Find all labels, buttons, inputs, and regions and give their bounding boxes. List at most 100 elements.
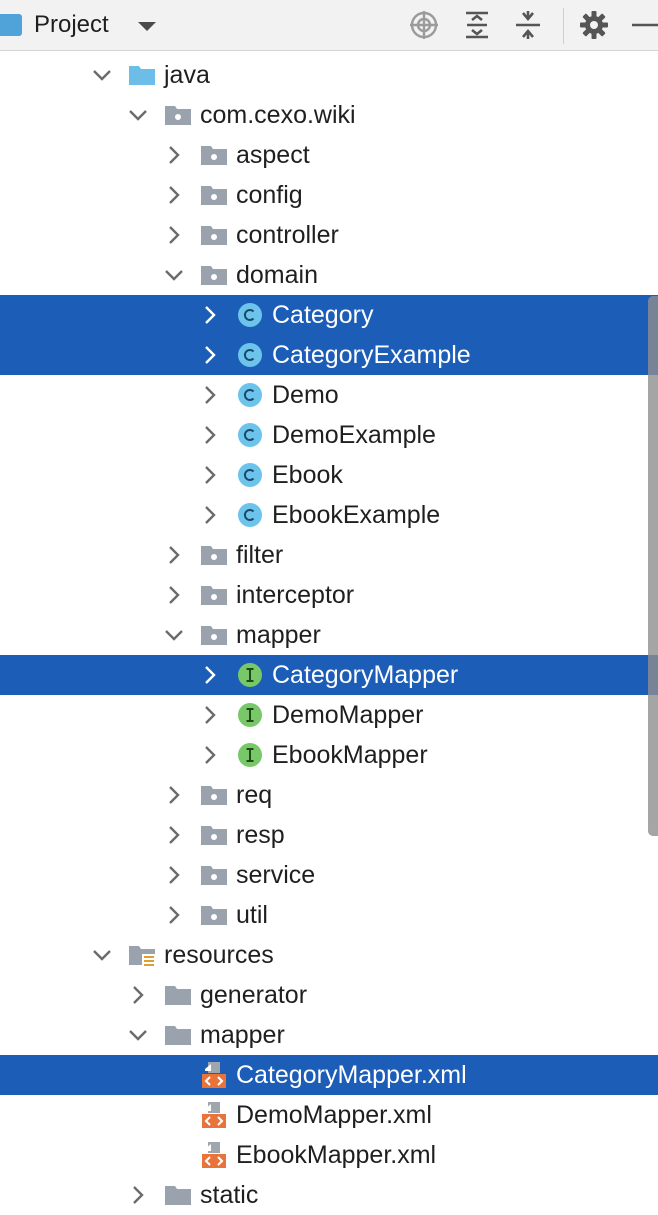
- tree-row[interactable]: Demo: [0, 375, 658, 415]
- tree-row-label: generator: [200, 981, 308, 1009]
- tree-row[interactable]: CategoryMapper: [0, 655, 658, 695]
- tree-row[interactable]: interceptor: [0, 575, 658, 615]
- tree-row[interactable]: EbookExample: [0, 495, 658, 535]
- tree-row[interactable]: CategoryMapper.xml: [0, 1055, 658, 1095]
- chevron-right-icon[interactable]: [162, 583, 186, 607]
- tree-row[interactable]: generator: [0, 975, 658, 1015]
- gear-icon[interactable]: [578, 9, 610, 41]
- class-icon: [236, 421, 264, 449]
- tree-row[interactable]: DemoExample: [0, 415, 658, 455]
- tree-row[interactable]: Ebook: [0, 455, 658, 495]
- chevron-right-icon[interactable]: [126, 983, 150, 1007]
- chevron-right-icon[interactable]: [198, 743, 222, 767]
- chevron-right-icon[interactable]: [198, 503, 222, 527]
- package-icon: [200, 901, 228, 929]
- package-icon: [200, 221, 228, 249]
- collapse-all-icon[interactable]: [512, 9, 544, 41]
- chevron-right-icon[interactable]: [162, 143, 186, 167]
- chevron-right-icon[interactable]: [162, 783, 186, 807]
- interface-icon: [236, 701, 264, 729]
- tree-row-label: aspect: [236, 141, 310, 169]
- tree-row[interactable]: req: [0, 775, 658, 815]
- tree-row[interactable]: com.cexo.wiki: [0, 95, 658, 135]
- chevron-down-icon[interactable]: [126, 103, 150, 127]
- xml-file-icon: [200, 1141, 228, 1169]
- chevron-right-icon[interactable]: [198, 383, 222, 407]
- tree-row[interactable]: EbookMapper.xml: [0, 1135, 658, 1175]
- chevron-right-icon[interactable]: [198, 343, 222, 367]
- project-toolbar: Project: [0, 0, 658, 51]
- project-view-title[interactable]: Project: [34, 11, 109, 38]
- chevron-down-icon[interactable]: [90, 943, 114, 967]
- package-icon: [200, 261, 228, 289]
- expand-all-icon[interactable]: [461, 9, 493, 41]
- locate-icon[interactable]: [408, 9, 440, 41]
- tree-row-label: com.cexo.wiki: [200, 101, 356, 129]
- package-icon: [200, 541, 228, 569]
- tree-row-label: static: [200, 1181, 259, 1209]
- class-icon: [236, 301, 264, 329]
- tree-row-label: filter: [236, 541, 284, 569]
- tree-row-label: EbookMapper: [272, 741, 428, 769]
- tree-row-label: DemoMapper: [272, 701, 424, 729]
- tree-row[interactable]: filter: [0, 535, 658, 575]
- chevron-right-icon[interactable]: [162, 823, 186, 847]
- tree-row[interactable]: DemoMapper: [0, 695, 658, 735]
- tree-row[interactable]: DemoMapper.xml: [0, 1095, 658, 1135]
- tree-row[interactable]: java: [0, 55, 658, 95]
- package-icon: [200, 781, 228, 809]
- tree-row-label: EbookExample: [272, 501, 441, 529]
- chevron-right-icon[interactable]: [198, 703, 222, 727]
- package-icon: [200, 861, 228, 889]
- chevron-down-icon[interactable]: [90, 63, 114, 87]
- tree-row[interactable]: mapper: [0, 615, 658, 655]
- tree-row-label: DemoExample: [272, 421, 436, 449]
- tree-row-label: service: [236, 861, 316, 889]
- chevron-right-icon[interactable]: [162, 863, 186, 887]
- tree-row-label: resp: [236, 821, 285, 849]
- tree-scrollbar[interactable]: [648, 296, 658, 836]
- folder-icon: [164, 1021, 192, 1049]
- folder-icon: [164, 1181, 192, 1209]
- tree-row[interactable]: mapper: [0, 1015, 658, 1055]
- tree-row[interactable]: EbookMapper: [0, 735, 658, 775]
- class-icon: [236, 501, 264, 529]
- tree-row-label: Demo: [272, 381, 339, 409]
- tree-row[interactable]: service: [0, 855, 658, 895]
- tree-row[interactable]: util: [0, 895, 658, 935]
- tree-row-label: CategoryMapper.xml: [236, 1061, 467, 1089]
- folder-icon: [164, 981, 192, 1009]
- chevron-right-icon[interactable]: [198, 463, 222, 487]
- chevron-right-icon[interactable]: [162, 543, 186, 567]
- tree-row[interactable]: CategoryExample: [0, 335, 658, 375]
- chevron-down-icon[interactable]: [138, 22, 156, 31]
- tree-row[interactable]: Category: [0, 295, 658, 335]
- xml-file-icon: [200, 1101, 228, 1129]
- tree-row[interactable]: controller: [0, 215, 658, 255]
- chevron-down-icon[interactable]: [126, 1023, 150, 1047]
- chevron-right-icon[interactable]: [198, 663, 222, 687]
- tree-row[interactable]: resp: [0, 815, 658, 855]
- chevron-right-icon[interactable]: [162, 903, 186, 927]
- tree-row[interactable]: domain: [0, 255, 658, 295]
- package-icon: [200, 821, 228, 849]
- tree-row[interactable]: static: [0, 1175, 658, 1215]
- chevron-right-icon[interactable]: [198, 303, 222, 327]
- tree-row[interactable]: resources: [0, 935, 658, 975]
- tree-row[interactable]: aspect: [0, 135, 658, 175]
- chevron-right-icon[interactable]: [162, 223, 186, 247]
- tree-row-label: controller: [236, 221, 339, 249]
- chevron-down-icon[interactable]: [162, 623, 186, 647]
- interface-icon: [236, 741, 264, 769]
- class-icon: [236, 381, 264, 409]
- chevron-right-icon[interactable]: [126, 1183, 150, 1207]
- hide-icon[interactable]: [628, 9, 658, 41]
- tree-row[interactable]: config: [0, 175, 658, 215]
- xml-file-icon: [200, 1061, 228, 1089]
- source-folder-icon: [128, 61, 156, 89]
- chevron-right-icon[interactable]: [198, 423, 222, 447]
- tree-row-label: mapper: [236, 621, 321, 649]
- chevron-down-icon[interactable]: [162, 263, 186, 287]
- chevron-right-icon[interactable]: [162, 183, 186, 207]
- tree-row-label: resources: [164, 941, 274, 969]
